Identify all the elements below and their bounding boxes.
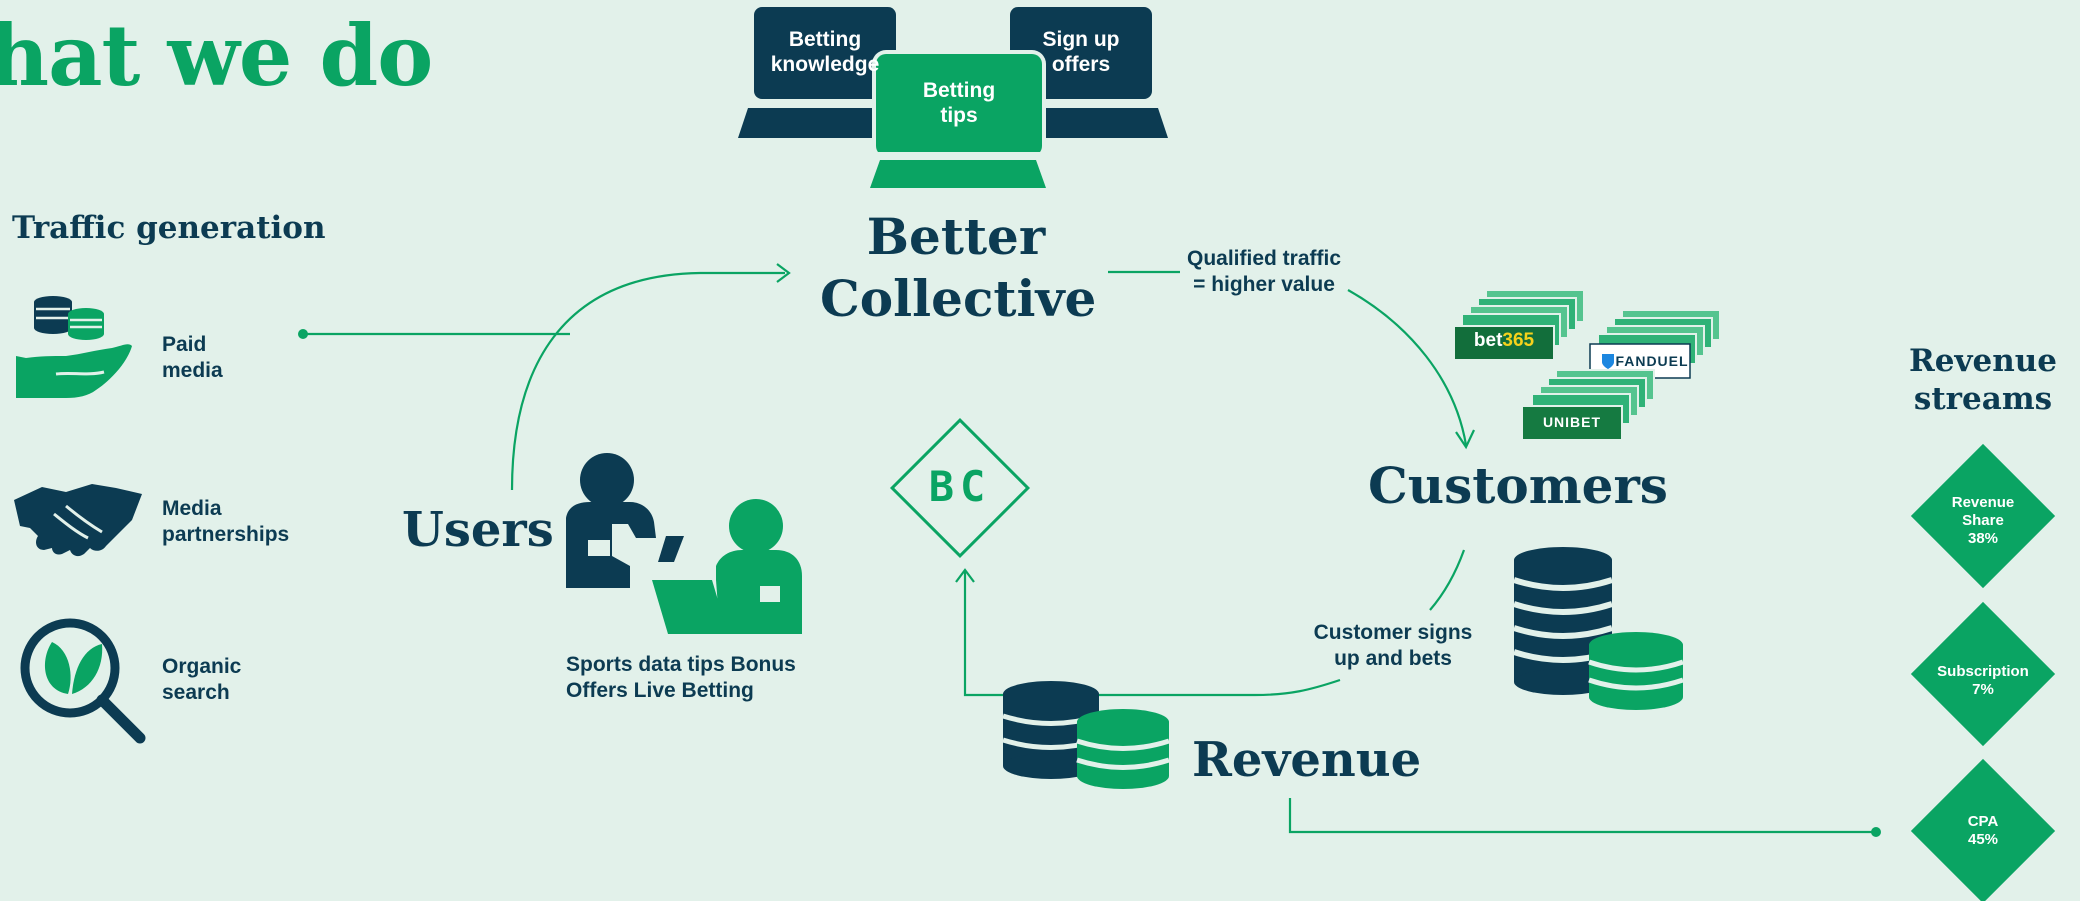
streams-heading-line1: Revenue (1908, 343, 2058, 379)
signs-to-revenue-line (963, 572, 1341, 697)
fanduel-logo: FANDUEL (1615, 353, 1689, 369)
bet365-card-stack (1453, 289, 1585, 361)
stream-text-line1: CPA (1967, 813, 1999, 830)
bet365-logo-part2: 365 (1502, 330, 1535, 351)
users-to-hub-arrowhead (776, 263, 791, 283)
users-caption-line2: Offers Live Betting (566, 679, 754, 702)
users-to-hub-arrow (510, 271, 785, 491)
bet365-logo-part1: bet (1473, 330, 1503, 351)
signs-line1: Customer signs (1313, 621, 1473, 644)
laptop-betting-knowledge (738, 7, 912, 138)
source-label-line2: search (162, 681, 230, 704)
source-label-line2: media (162, 359, 223, 382)
hub-label-line1: Better (866, 207, 1046, 266)
customer-coins-icon (1513, 547, 1684, 710)
revenue-to-streams-line (1288, 798, 1875, 834)
handshake-icon (14, 484, 142, 557)
traffic-heading: Traffic generation (12, 210, 326, 246)
revenue-to-bc-arrowhead (955, 568, 975, 583)
magnifier-leaf-icon (20, 618, 146, 744)
stream-text-line1: Subscription (1937, 663, 2029, 680)
source-label-line1: Media (162, 497, 222, 520)
laptop-betting-knowledge-text: Betting knowledge (754, 27, 896, 77)
revenue-streams-heading: Revenue streams (1900, 342, 2066, 418)
laptop-text-line2: tips (940, 104, 978, 127)
fanduel-card-stack (1589, 309, 1721, 379)
laptop-text-line1: Sign up (1042, 28, 1120, 51)
users-caption: Sports data tips Bonus Offers Live Betti… (566, 652, 826, 704)
stream-text-line2: Share (1962, 512, 2004, 529)
customer-signs-label: Customer signs up and bets (1300, 620, 1486, 672)
qualified-traffic-label: Qualified traffic = higher value (1166, 246, 1362, 298)
source-label-media-partnerships: Media partnerships (162, 496, 362, 548)
qualified-to-customers-arrowhead (1455, 429, 1475, 450)
page-title: hat we do (0, 6, 433, 105)
revenue-label: Revenue (1192, 732, 1422, 788)
unibet-card-stack (1521, 369, 1655, 441)
stream-text-line2: 45% (1967, 831, 1999, 848)
laptop-sign-up-offers-text: Sign up offers (1010, 27, 1152, 77)
customers-label: Customers (1368, 456, 1668, 515)
laptop-text-line1: Betting (922, 79, 996, 102)
users-caption-line1: Sports data tips Bonus (566, 653, 796, 676)
laptop-betting-tips (854, 50, 1064, 194)
revenue-coins-icon (1002, 681, 1170, 789)
stream-subscription-text: Subscription 7% (1928, 663, 2038, 699)
bc-logo (889, 417, 1031, 559)
laptop-text-line1: Betting (788, 28, 862, 51)
source-label-line1: Paid (162, 333, 207, 356)
hand-coins-icon (16, 296, 132, 398)
stream-text-line1: Revenue (1951, 494, 2015, 511)
users-illustration (566, 453, 802, 634)
users-label: Users (402, 502, 554, 558)
source-label-line2: partnerships (162, 523, 290, 546)
source-label-organic-search: Organic search (162, 654, 362, 706)
streams-heading-line2: streams (1913, 381, 2053, 417)
stream-revenue-share-text: Revenue Share 38% (1928, 494, 2038, 548)
stream-text-line3: 38% (1967, 530, 1999, 547)
laptop-text-line2: knowledge (770, 53, 880, 76)
bc-logo-text: BC (928, 462, 992, 511)
signs-line2: up and bets (1334, 647, 1452, 670)
unibet-logo: UNIBET (1542, 414, 1602, 430)
revenue-to-streams-dot (1871, 827, 1881, 837)
stream-text-line2: 7% (1972, 681, 1994, 698)
laptop-text-line2: offers (1051, 53, 1111, 76)
qualified-line2: = higher value (1193, 273, 1335, 296)
customers-to-signs-line (1429, 549, 1466, 611)
source-label-line1: Organic (162, 655, 242, 678)
bet365-logo: bet365 (1454, 330, 1554, 352)
stream-cpa-text: CPA 45% (1928, 813, 2038, 849)
source-label-paid-media: Paid media (162, 332, 362, 384)
hub-label-line2: Collective (820, 269, 1097, 328)
qualified-to-customers-arrow (1347, 289, 1468, 446)
paid-media-connector-dot (298, 329, 308, 339)
better-collective-label: Better Collective (820, 206, 1097, 330)
laptop-betting-tips-text: Betting tips (876, 78, 1042, 128)
qualified-line1: Qualified traffic (1186, 247, 1342, 270)
